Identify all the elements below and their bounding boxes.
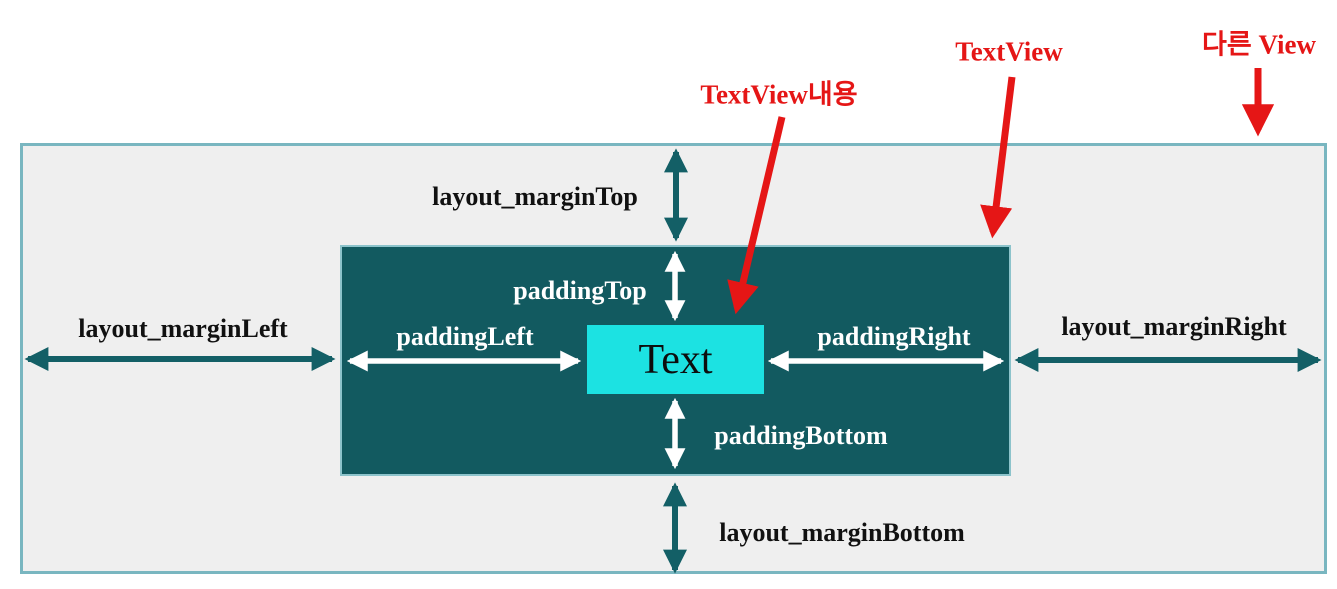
- label-padding-left: paddingLeft: [396, 322, 534, 351]
- label-padding-right: paddingRight: [817, 322, 971, 351]
- annotation-other-view: 다른 View: [1202, 29, 1316, 60]
- label-layout-margin-left: layout_marginLeft: [78, 314, 288, 343]
- text-content-label: Text: [638, 336, 713, 383]
- text-content-box: Text: [587, 325, 764, 394]
- annotation-textview-content: TextView내용: [700, 79, 858, 110]
- label-padding-top: paddingTop: [513, 276, 647, 305]
- label-layout-margin-bottom: layout_marginBottom: [719, 518, 965, 547]
- label-padding-bottom: paddingBottom: [714, 421, 888, 450]
- label-layout-margin-right: layout_marginRight: [1061, 312, 1287, 341]
- annotation-textview: TextView: [955, 36, 1063, 67]
- label-layout-margin-top: layout_marginTop: [432, 182, 638, 211]
